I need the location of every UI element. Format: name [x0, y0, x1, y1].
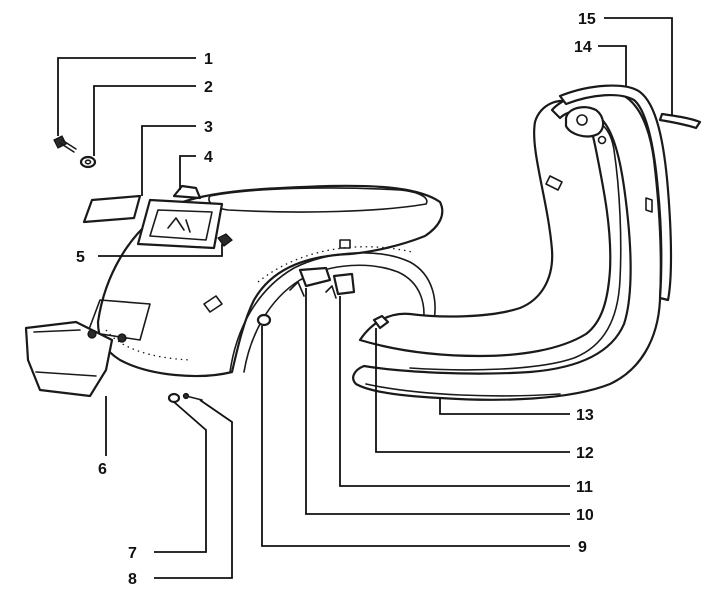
leader-7: [154, 401, 207, 553]
part-nut: [167, 392, 181, 404]
rear-lower-panel: [87, 299, 151, 341]
arch-notch: [339, 239, 351, 249]
shield-slot-upper: [545, 175, 563, 191]
callout-10: 10: [576, 507, 594, 524]
plate-window: [149, 209, 213, 241]
leader-8: [154, 399, 233, 579]
callout-3: 3: [204, 119, 213, 136]
leader-13: [439, 398, 570, 415]
part-rear-bumper: [24, 320, 127, 398]
callout-8: 8: [128, 571, 137, 588]
steering-head: [564, 106, 605, 138]
callout-9: 9: [578, 539, 587, 556]
wheel-arch: [229, 252, 436, 373]
seat-opening: [208, 187, 428, 213]
part-plug: [256, 313, 272, 327]
callout-5: 5: [76, 249, 85, 266]
side-vent: [203, 295, 223, 313]
part-frame-nut: [372, 314, 390, 330]
part-floor-strip: [365, 383, 561, 397]
leader-15: [604, 17, 673, 116]
part-pin: [182, 392, 203, 401]
callout-6: 6: [98, 461, 107, 478]
part-grommet: [217, 233, 233, 247]
callout-11: 11: [576, 479, 593, 496]
leg-shield-inner: [409, 117, 622, 371]
leader-9: [261, 326, 570, 547]
callout-15: 15: [578, 11, 596, 28]
leader-10: [305, 288, 570, 515]
steering-bore: [576, 114, 588, 126]
part-hinge-left: [289, 266, 332, 297]
leader-1: [57, 57, 196, 136]
leader-14: [598, 45, 627, 86]
callout-2: 2: [204, 79, 213, 96]
leader-2: [93, 85, 196, 156]
callout-14: 14: [574, 39, 592, 56]
callout-7: 7: [128, 545, 137, 562]
callout-1: 1: [204, 51, 213, 68]
shield-slot-side: [645, 197, 653, 213]
part-washer: [79, 155, 97, 169]
part-shield-trim: [558, 84, 673, 302]
leader-3: [141, 125, 196, 196]
callout-4: 4: [204, 149, 213, 166]
rear-light-bracket: [172, 184, 202, 200]
plate-symbol: [167, 217, 191, 233]
callout-labels: 1 2 3 4 5 6 7 8 9 10 11 12 13 14 15: [76, 11, 596, 588]
leader-5: [98, 244, 223, 257]
part-hinge-right: [325, 272, 356, 299]
license-plate: [82, 194, 142, 224]
leader-lines: [57, 17, 673, 579]
leader-4: [179, 155, 196, 190]
shield-hole: [597, 135, 607, 145]
leader-11: [339, 296, 570, 487]
callout-13: 13: [576, 407, 594, 424]
leader-12: [375, 328, 570, 453]
part-screw: [53, 135, 77, 153]
callout-12: 12: [576, 445, 594, 462]
part-trim-clip: [658, 112, 702, 130]
side-rivet-line: [257, 246, 413, 283]
